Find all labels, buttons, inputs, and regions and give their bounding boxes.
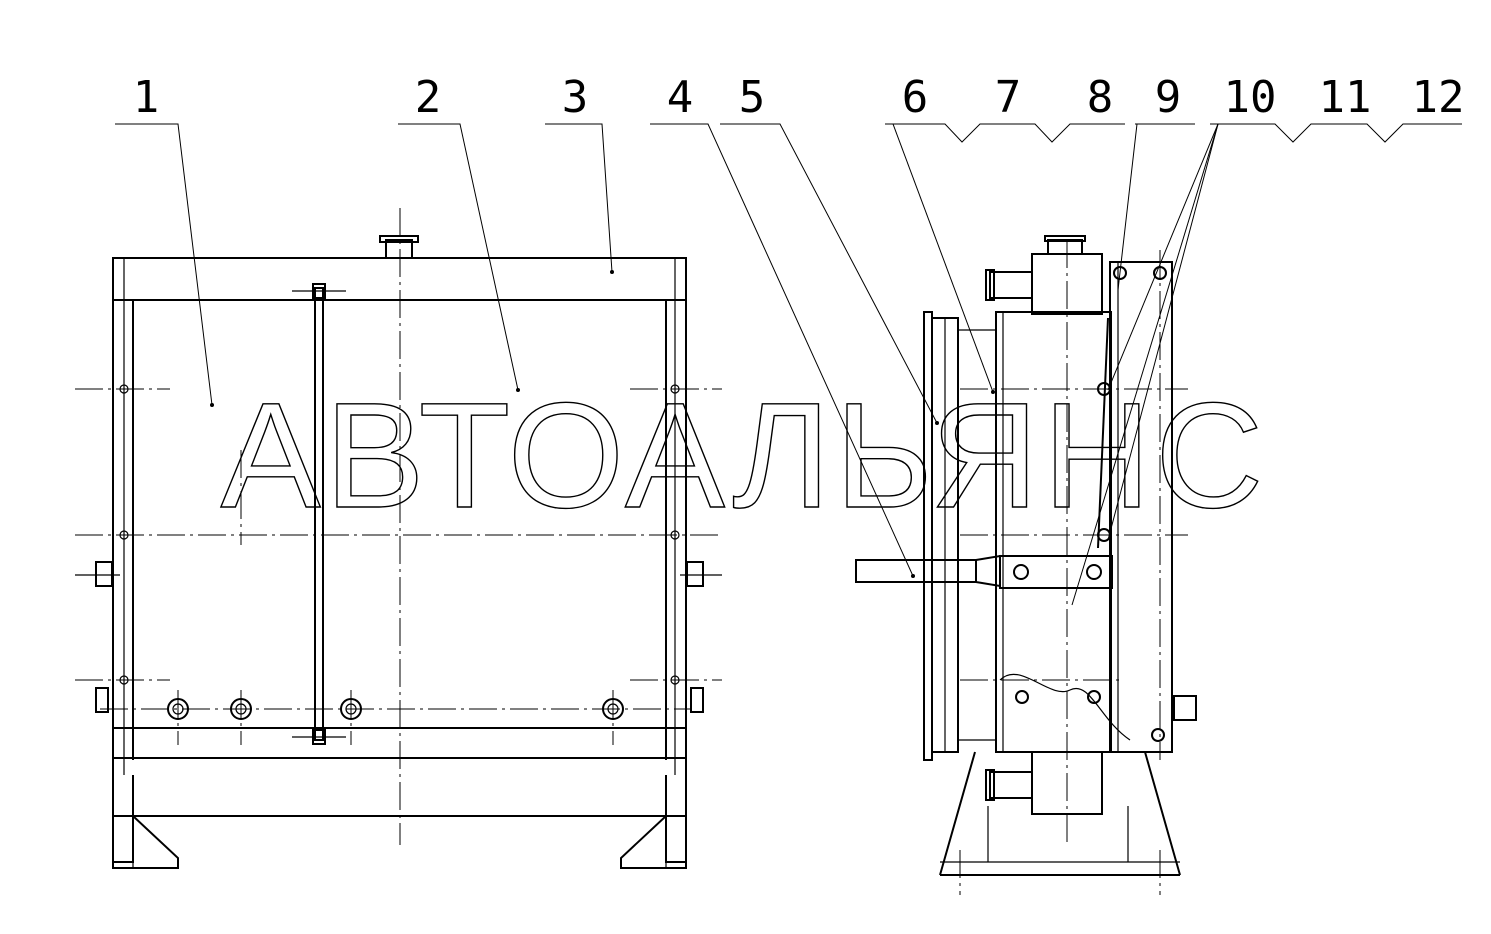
callout-10: 10 (1224, 72, 1277, 123)
front-view (75, 208, 722, 869)
leader-4 (650, 123, 914, 577)
callout-4: 4 (667, 72, 694, 123)
callout-labels: 1 2 3 4 5 6 7 8 9 10 11 12 (133, 72, 1465, 123)
callout-11: 11 (1319, 72, 1372, 123)
leader-10-11-12 (1210, 123, 1462, 143)
callout-12: 12 (1412, 72, 1465, 123)
upper-pipe (989, 271, 1033, 299)
callout-9: 9 (1155, 72, 1182, 123)
leader-1 (115, 123, 213, 406)
leader-3 (545, 123, 613, 273)
fan-shroud-plate (923, 311, 933, 761)
callout-2: 2 (415, 72, 442, 123)
side-view (855, 235, 1197, 895)
rear-frame (1109, 261, 1173, 753)
callout-6: 6 (902, 72, 929, 123)
lower-pipe (989, 771, 1033, 799)
drain-valve (1173, 695, 1197, 721)
leader-5 (720, 123, 938, 424)
right-foot (620, 815, 687, 869)
leader-10a (1107, 123, 1219, 391)
left-side-bracket (112, 258, 134, 863)
leader-10c (1071, 123, 1219, 606)
leader-2 (398, 123, 519, 391)
callout-3: 3 (562, 72, 589, 123)
callout-8: 8 (1087, 72, 1114, 123)
leader-lines (115, 123, 1462, 606)
filler-neck (385, 239, 413, 259)
callout-7: 7 (995, 72, 1022, 123)
section-break (999, 673, 1131, 741)
base-stand (939, 751, 1181, 876)
leader-6-7-8 (885, 123, 1125, 143)
leader-6 (892, 123, 994, 393)
leader-10b (1107, 123, 1219, 541)
right-side-bracket (665, 258, 687, 863)
tie-rod (314, 287, 324, 741)
watermark-text: АВТОАЛЬЯНС (221, 371, 1268, 539)
callout-1: 1 (133, 72, 160, 123)
callout-5: 5 (739, 72, 766, 123)
left-foot (112, 815, 179, 869)
